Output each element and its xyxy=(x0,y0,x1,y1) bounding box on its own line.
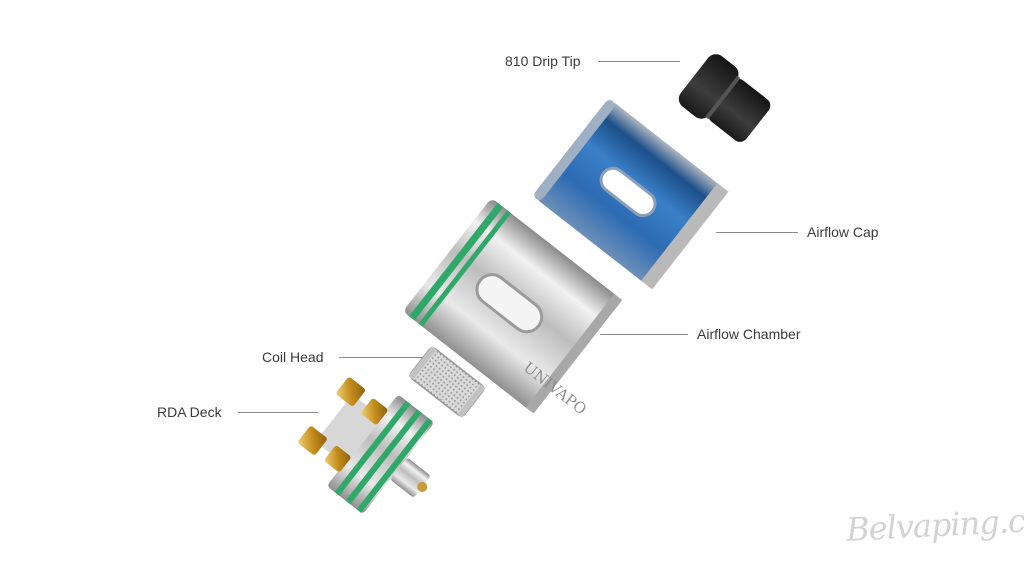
airflow-cap-part xyxy=(534,100,729,290)
drip-tip-leader-line xyxy=(598,61,680,62)
rda-deck-leader-line xyxy=(238,412,318,413)
airflow-chamber-leader-line xyxy=(600,334,688,335)
rda-deck-label: RDA Deck xyxy=(157,404,222,420)
airflow-cap-label: Airflow Cap xyxy=(807,224,879,240)
drip-tip-label: 810 Drip Tip xyxy=(505,53,581,69)
coil-head-leader-line xyxy=(339,357,423,358)
coil-head-label: Coil Head xyxy=(262,349,324,365)
airflow-cap-leader-line xyxy=(716,232,798,233)
drip-tip-part xyxy=(678,54,771,142)
airflow-chamber-label: Airflow Chamber xyxy=(697,326,801,342)
coil-head-part xyxy=(408,346,486,418)
rda-deck-part xyxy=(298,377,433,513)
